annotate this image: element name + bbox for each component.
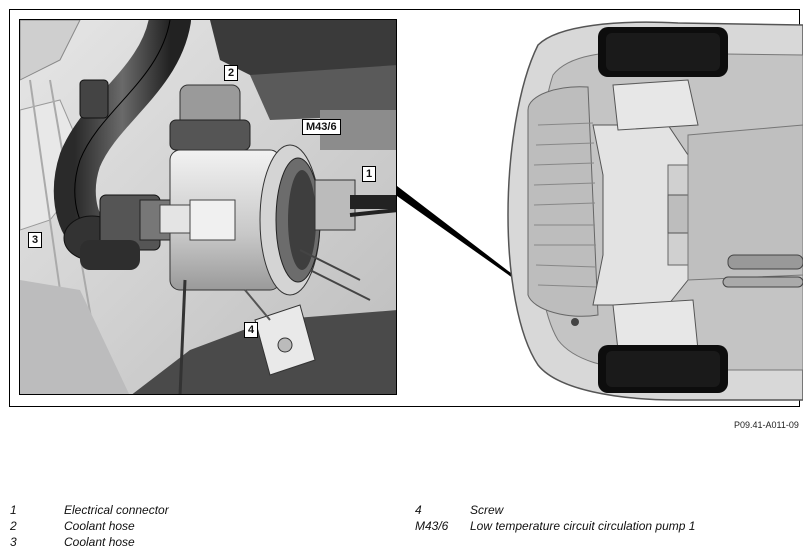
- callout-2: 2: [224, 65, 239, 81]
- vehicle-underside-view: [498, 15, 803, 403]
- pump-detail-drawing: [20, 20, 396, 394]
- callout-m43-6: M43/6: [302, 119, 341, 135]
- legend-number: 4: [415, 503, 422, 517]
- legend-row: 4 Screw: [415, 502, 805, 518]
- legend-row: M43/6 Low temperature circuit circulatio…: [415, 518, 805, 534]
- vehicle-underside-drawing: [507, 21, 803, 401]
- legend-description: Coolant hose: [64, 519, 135, 533]
- legend-description: Low temperature circuit circulation pump…: [470, 519, 696, 533]
- legend-description: Coolant hose: [64, 535, 135, 549]
- legend-number: 1: [10, 503, 17, 517]
- callout-1: 1: [362, 166, 377, 182]
- legend-number: M43/6: [415, 519, 449, 533]
- legend-row: 3 Coolant hose: [10, 534, 390, 550]
- legend-number: 2: [10, 519, 17, 533]
- pump-detail-view: 2 M43/6 1 3 4: [19, 19, 397, 395]
- legend-row: 1 Electrical connector: [10, 502, 390, 518]
- callout-3: 3: [28, 232, 43, 248]
- legend-description: Electrical connector: [64, 503, 169, 517]
- legend-number: 3: [10, 535, 17, 549]
- legend-description: Screw: [470, 503, 504, 517]
- legend-left: 1 Electrical connector 2 Coolant hose 3 …: [10, 502, 390, 550]
- legend-row: 2 Coolant hose: [10, 518, 390, 534]
- callout-4: 4: [244, 322, 259, 338]
- figure-reference-code: P09.41-A011-09: [734, 420, 799, 430]
- legend-right: 4 Screw M43/6 Low temperature circuit ci…: [415, 502, 805, 534]
